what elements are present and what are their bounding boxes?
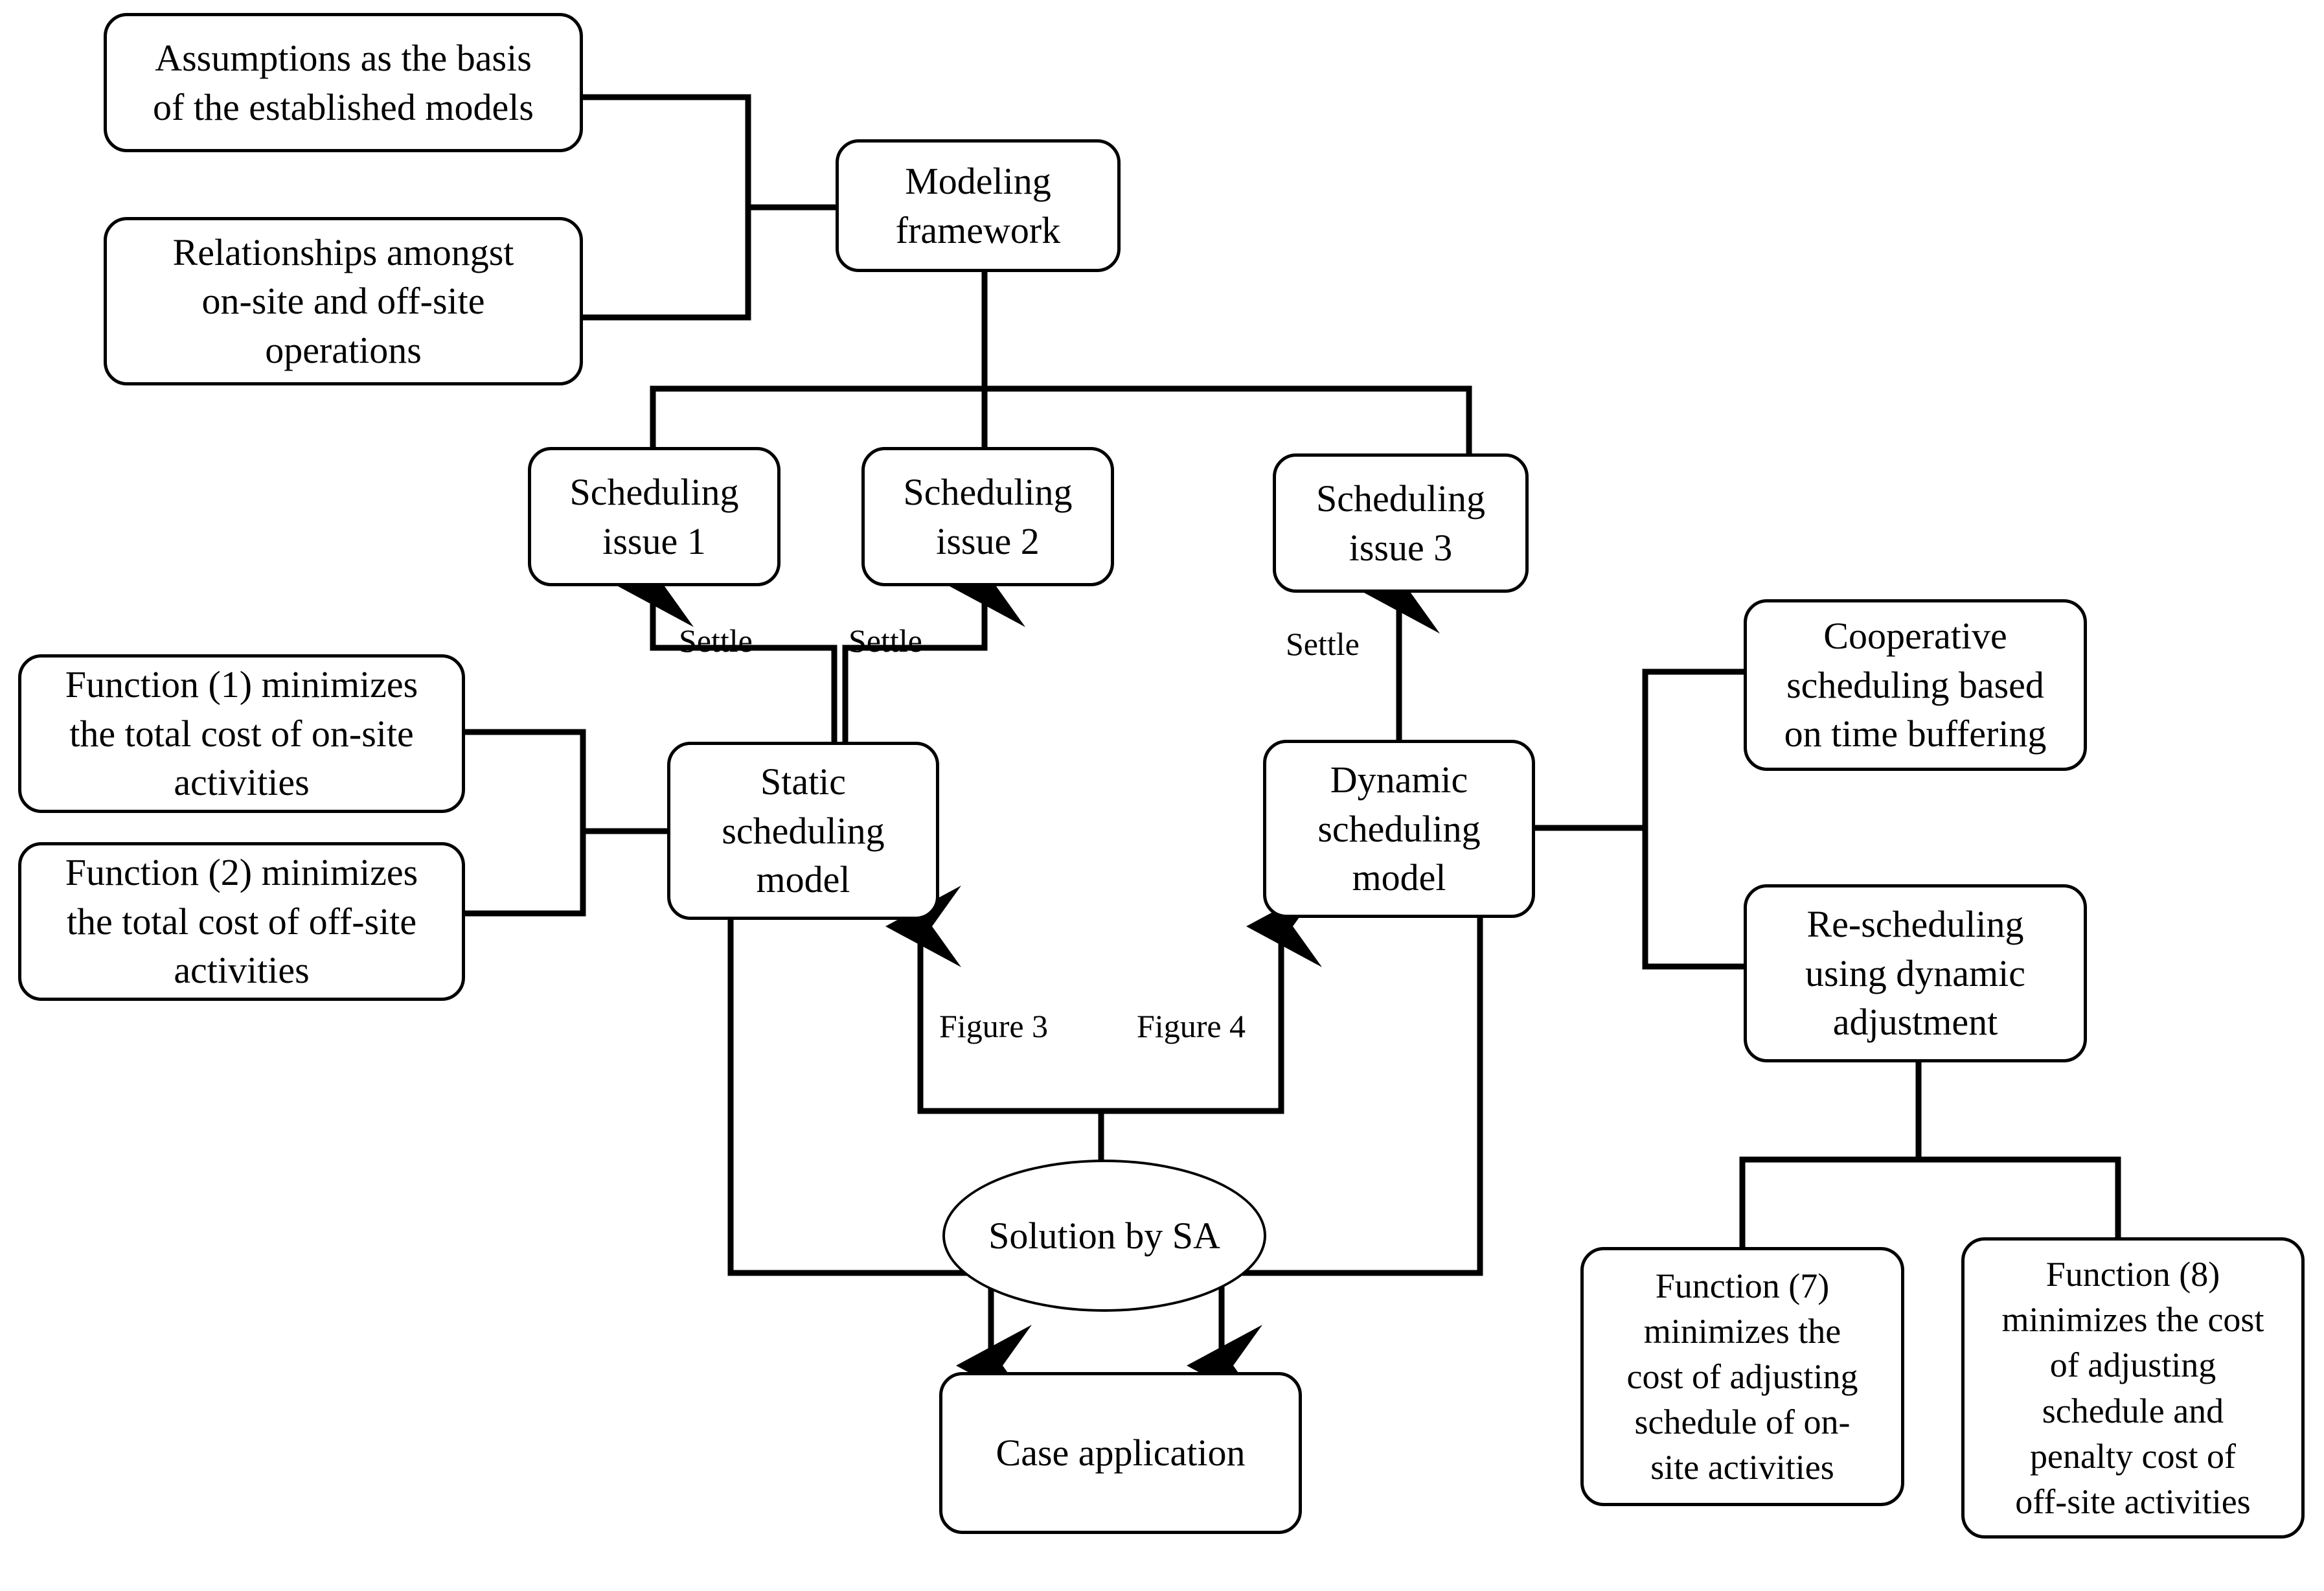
- node-modeling-framework-label: Modeling framework: [895, 160, 1061, 251]
- edge-settle-1-leg: [650, 645, 837, 745]
- node-scheduling-issue-2[interactable]: Scheduling issue 2: [861, 447, 1114, 586]
- edge-relationships-to-framework: [576, 204, 751, 321]
- node-dynamic-scheduling-model[interactable]: Dynamic scheduling model: [1263, 740, 1535, 918]
- node-solution-by-sa[interactable]: Solution by SA: [942, 1160, 1266, 1312]
- edge-label-settle-1: Settle: [679, 623, 753, 659]
- node-scheduling-issue-2-label: Scheduling issue 2: [903, 471, 1073, 562]
- node-static-scheduling-model[interactable]: Static scheduling model: [667, 742, 939, 920]
- node-modeling-framework[interactable]: Modeling framework: [836, 139, 1121, 272]
- edge-static-to-case: [727, 917, 1032, 1406]
- node-function-1[interactable]: Function (1) minimizes the total cost of…: [18, 654, 465, 813]
- node-solution-by-sa-label: Solution by SA: [988, 1215, 1220, 1257]
- node-assumptions[interactable]: Assumptions as the basis of the establis…: [104, 13, 583, 152]
- edge-label-settle-2: Settle: [849, 623, 922, 659]
- node-function-7-label: Function (7) minimizes the cost of adjus…: [1626, 1266, 1858, 1487]
- node-rescheduling-label: Re-scheduling using dynamic adjustment: [1805, 903, 2025, 1044]
- node-relationships[interactable]: Relationships amongst on-site and off-si…: [104, 217, 583, 385]
- node-rescheduling[interactable]: Re-scheduling using dynamic adjustment: [1744, 884, 2087, 1062]
- node-function-8[interactable]: Function (8) minimizes the cost of adjus…: [1961, 1237, 2305, 1539]
- edge-label-figure-3: Figure 3: [939, 1008, 1049, 1044]
- node-case-application-label: Case application: [996, 1432, 1246, 1474]
- node-cooperative-scheduling[interactable]: Cooperative scheduling based on time buf…: [1744, 599, 2087, 771]
- node-scheduling-issue-3[interactable]: Scheduling issue 3: [1273, 453, 1529, 593]
- node-function-8-label: Function (8) minimizes the cost of adjus…: [2001, 1254, 2264, 1521]
- edge-dynamic-to-case: [1187, 913, 1483, 1406]
- node-scheduling-issue-1-label: Scheduling issue 1: [569, 471, 739, 562]
- node-scheduling-issue-3-label: Scheduling issue 3: [1316, 477, 1485, 569]
- node-function-2-label: Function (2) minimizes the total cost of…: [65, 851, 418, 992]
- node-cooperative-scheduling-label: Cooperative scheduling based on time buf…: [1784, 615, 2047, 755]
- node-static-scheduling-model-label: Static scheduling model: [722, 761, 885, 901]
- node-case-application[interactable]: Case application: [939, 1372, 1302, 1534]
- edge-label-figure-4: Figure 4: [1137, 1008, 1246, 1044]
- edge-functions-bracket: [462, 729, 586, 917]
- edge-label-settle-3: Settle: [1286, 626, 1360, 662]
- node-function-1-label: Function (1) minimizes the total cost of…: [65, 663, 418, 804]
- node-dynamic-scheduling-model-label: Dynamic scheduling model: [1317, 759, 1481, 899]
- node-function-7[interactable]: Function (7) minimizes the cost of adjus…: [1580, 1247, 1904, 1506]
- node-assumptions-label: Assumptions as the basis of the establis…: [153, 37, 534, 128]
- node-relationships-label: Relationships amongst on-site and off-si…: [172, 231, 514, 371]
- node-function-2[interactable]: Function (2) minimizes the total cost of…: [18, 842, 465, 1001]
- edge-settle-2-leg: [842, 645, 988, 745]
- node-scheduling-issue-1[interactable]: Scheduling issue 1: [528, 447, 780, 586]
- edge-assumptions-to-framework: [576, 94, 839, 211]
